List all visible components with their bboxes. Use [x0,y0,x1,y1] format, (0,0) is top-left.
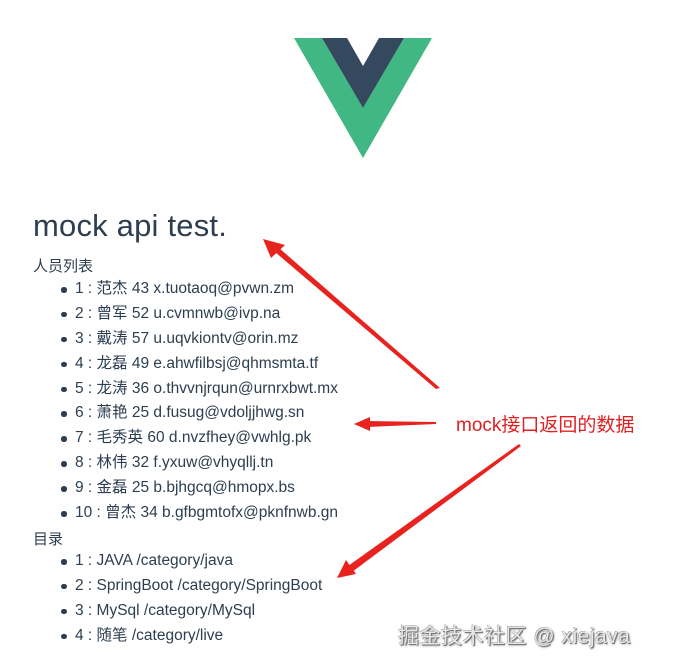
annotation-label: mock接口返回的数据 [456,415,635,436]
list-item: 1 : 范杰 43 x.tuotaoq@pvwn.zm [33,277,338,302]
category-list: 1 : JAVA /category/java 2 : SpringBoot /… [33,549,322,649]
list-item: 3 : MySql /category/MySql [33,599,322,624]
people-list-label: 人员列表 [33,258,94,275]
list-item: 1 : JAVA /category/java [33,549,322,574]
people-list: 1 : 范杰 43 x.tuotaoq@pvwn.zm 2 : 曾军 52 u.… [33,277,338,526]
arrow-to-list-icon [354,417,436,431]
arrow-to-category-icon [337,444,521,578]
list-item: 2 : SpringBoot /category/SpringBoot [33,574,322,599]
list-item: 10 : 曾杰 34 b.gfbgmtofx@pknfnwb.gn [33,501,338,526]
list-item: 4 : 龙磊 49 e.ahwfilbsj@qhmsmta.tf [33,352,338,377]
page-title: mock api test. [33,208,228,243]
list-item: 3 : 戴涛 57 u.uqvkiontv@orin.mz [33,327,338,352]
list-item: 6 : 萧艳 25 d.fusug@vdoljjhwg.sn [33,401,338,426]
list-item: 9 : 金磊 25 b.bjhgcq@hmopx.bs [33,476,338,501]
list-item: 5 : 龙涛 36 o.thvvnjrqun@urnrxbwt.mx [33,377,338,402]
category-list-label: 目录 [33,531,64,548]
vue-logo-icon [294,38,432,158]
list-item: 7 : 毛秀英 60 d.nvzfhey@vwhlg.pk [33,426,338,451]
list-item: 2 : 曾军 52 u.cvmnwb@ivp.na [33,302,338,327]
watermark: 掘金技术社区 @ xiejava [398,625,631,648]
list-item: 4 : 随笔 /category/live [33,624,322,649]
list-item: 8 : 林伟 32 f.yxuw@vhyqllj.tn [33,451,338,476]
